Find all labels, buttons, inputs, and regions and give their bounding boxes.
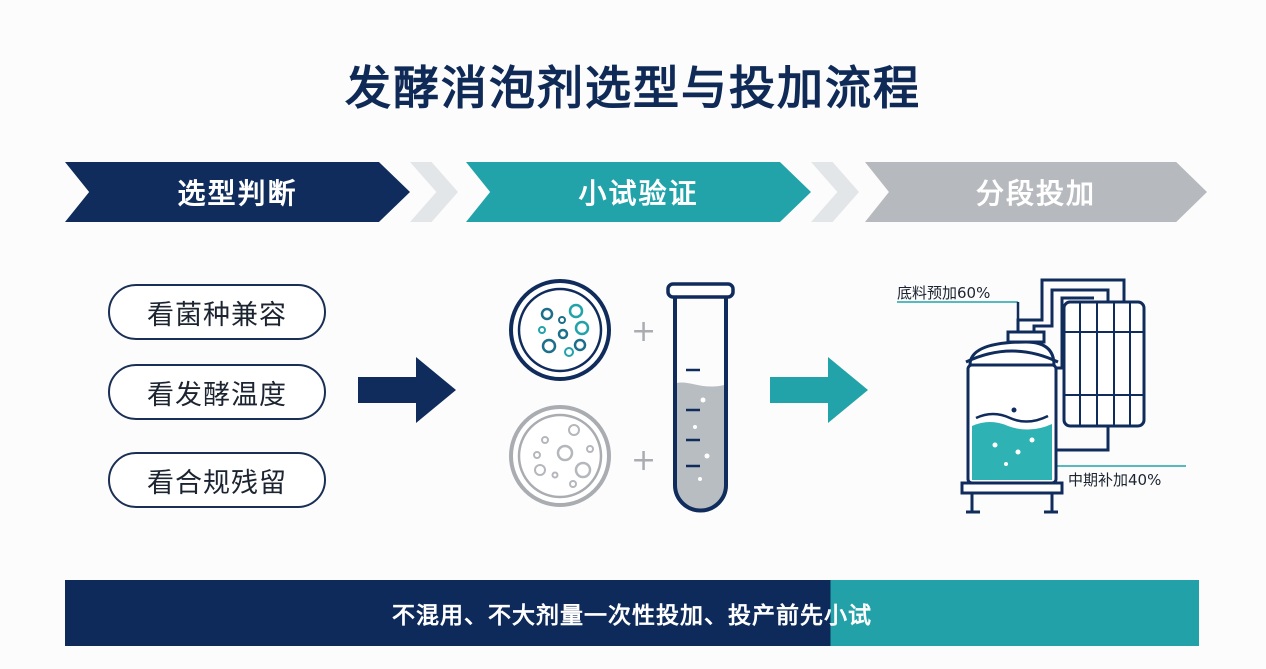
criteria-temperature: 看发酵温度 (108, 364, 326, 420)
test-tube-icon (666, 282, 735, 513)
criteria-compliance: 看合规残留 (108, 452, 326, 508)
criteria-strain-compat: 看菌种兼容 (108, 284, 326, 340)
page-title: 发酵消泡剂选型与投加流程 (345, 61, 921, 115)
bottom-note-text: 不混用、不大剂量一次性投加、投产前先小试 (392, 603, 872, 629)
petri-dish-icon (509, 279, 611, 381)
bottom-note-bar: 不混用、不大剂量一次性投加、投产前先小试 (65, 580, 1199, 646)
fermenter-tank-icon (897, 278, 1186, 514)
step-label: 小试验证 (578, 177, 699, 210)
arrow-right-icon (358, 357, 456, 423)
arrow-right-icon (770, 357, 868, 423)
step-label: 分段投加 (975, 177, 1096, 210)
step-label: 选型判断 (177, 177, 298, 210)
step-selection: 选型判断 (65, 162, 410, 222)
base-dosing-label: 底料预加60% (897, 284, 991, 302)
petri-dish-icon (509, 405, 611, 507)
plus-icon: + (631, 314, 656, 349)
plus-icon: + (631, 443, 656, 478)
step-dosing: 分段投加 (865, 162, 1207, 222)
mid-dosing-label: 中期补加40% (1068, 471, 1162, 489)
step-small-test: 小试验证 (466, 162, 811, 222)
